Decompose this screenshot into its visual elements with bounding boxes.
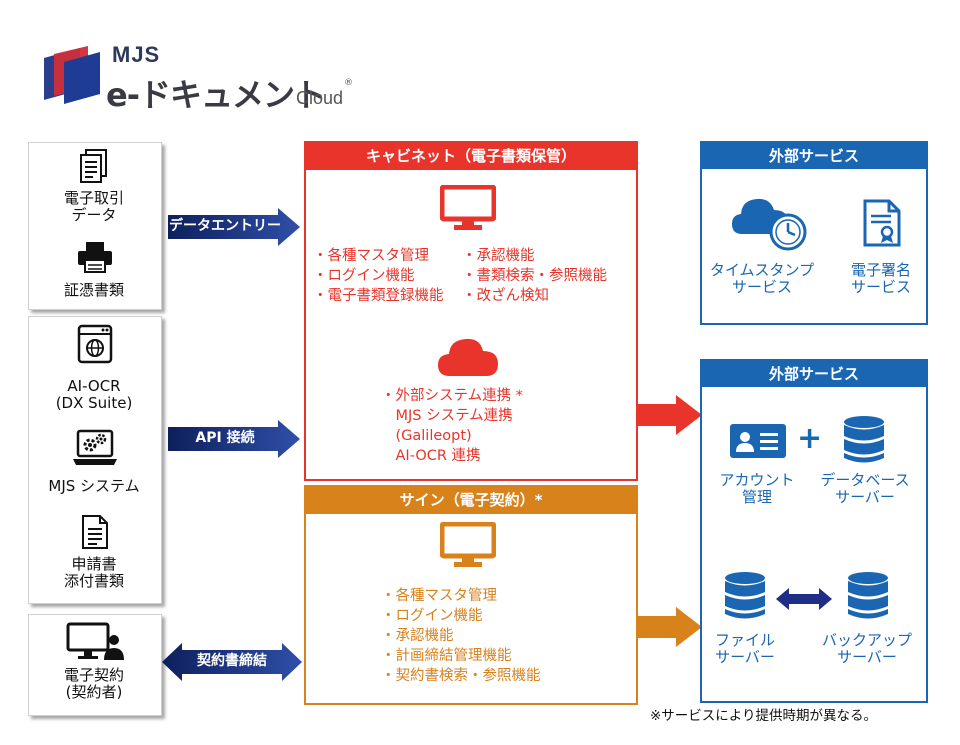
document-icon bbox=[80, 149, 107, 183]
browser-globe-icon bbox=[77, 324, 113, 364]
footnote: ※サービスにより提供時期が異なる。 bbox=[650, 708, 878, 724]
external-service-title-2: 外部サービス bbox=[702, 361, 926, 387]
logo-product: e-ドキュメント bbox=[106, 76, 326, 114]
cabinet-box: キャビネット（電子書類保管） bbox=[304, 141, 638, 481]
logo-mark-icon bbox=[44, 46, 100, 104]
logo-brand: MJS bbox=[112, 42, 161, 67]
logo-suffix: Cloud bbox=[296, 88, 344, 108]
id-card-icon bbox=[730, 424, 786, 458]
item-e-contract-label: 電子契約 (契約者) bbox=[63, 666, 124, 701]
external-service-title-1: 外部サービス bbox=[702, 143, 926, 169]
item-vouchers-label: 証憑書類 bbox=[63, 281, 124, 299]
monitor-icon bbox=[440, 185, 496, 230]
item-application-docs-label: 申請書 添付書類 bbox=[63, 555, 124, 590]
contract-double-arrow bbox=[162, 643, 302, 681]
plus-sign: + bbox=[797, 421, 823, 456]
sync-double-arrow bbox=[776, 588, 832, 610]
cabinet-features-right: ・承認機能 ・書類検索・参照機能 ・改ざん検知 bbox=[462, 248, 607, 304]
certificate-document-icon bbox=[863, 199, 901, 247]
database-server-label: データベース サーバー bbox=[820, 471, 910, 506]
printer-icon bbox=[78, 242, 112, 273]
logo-registered-mark: ® bbox=[344, 78, 353, 88]
api-arrow bbox=[168, 420, 300, 458]
item-electronic-data-label: 電子取引 データ bbox=[63, 189, 124, 224]
database-icon bbox=[844, 416, 884, 463]
laptop-gears-icon bbox=[73, 429, 117, 465]
file-server-label: ファイル サーバー bbox=[714, 631, 775, 666]
backup-server-label: バックアップ サーバー bbox=[821, 631, 912, 666]
account-management-label: アカウント 管理 bbox=[719, 471, 795, 506]
cabinet-title: キャビネット（電子書類保管） bbox=[306, 143, 636, 170]
cloud-icon bbox=[438, 338, 498, 376]
cabinet-features-left: ・各種マスタ管理 ・ログイン機能 ・電子書類登録機能 bbox=[313, 248, 444, 304]
sign-to-external-arrow bbox=[636, 607, 702, 647]
item-ai-ocr-label: AI-OCR (DX Suite) bbox=[55, 377, 133, 412]
sign-title: サイン（電子契約）* bbox=[306, 487, 636, 514]
cabinet-to-external-arrow bbox=[636, 395, 702, 435]
item-mjs-system-label: MJS システム bbox=[48, 477, 140, 495]
monitor-user-icon bbox=[66, 622, 124, 660]
cabinet-integrations: ・外部システム連携 * MJS システム連携 (Galileopt) AI-OC… bbox=[381, 388, 523, 464]
sign-features: ・各種マスタ管理 ・ログイン機能 ・承認機能 ・計画締結管理機能 ・契約書検索・… bbox=[381, 588, 541, 684]
data-entry-arrow bbox=[168, 208, 300, 246]
contract-label: 契約書締結 bbox=[197, 653, 267, 669]
api-label: API 接続 bbox=[195, 430, 255, 446]
external-service-box-2: 外部サービス bbox=[700, 359, 928, 703]
document-icon bbox=[82, 515, 108, 549]
monitor-icon bbox=[440, 522, 496, 567]
timestamp-service-label: タイムスタンプ サービス bbox=[709, 261, 815, 296]
e-signature-service-label: 電子署名 サービス bbox=[850, 261, 911, 296]
data-entry-label: データエントリー bbox=[169, 218, 281, 234]
cloud-clock-icon bbox=[732, 198, 807, 251]
file-server-icon bbox=[725, 572, 765, 619]
backup-server-icon bbox=[848, 572, 888, 619]
